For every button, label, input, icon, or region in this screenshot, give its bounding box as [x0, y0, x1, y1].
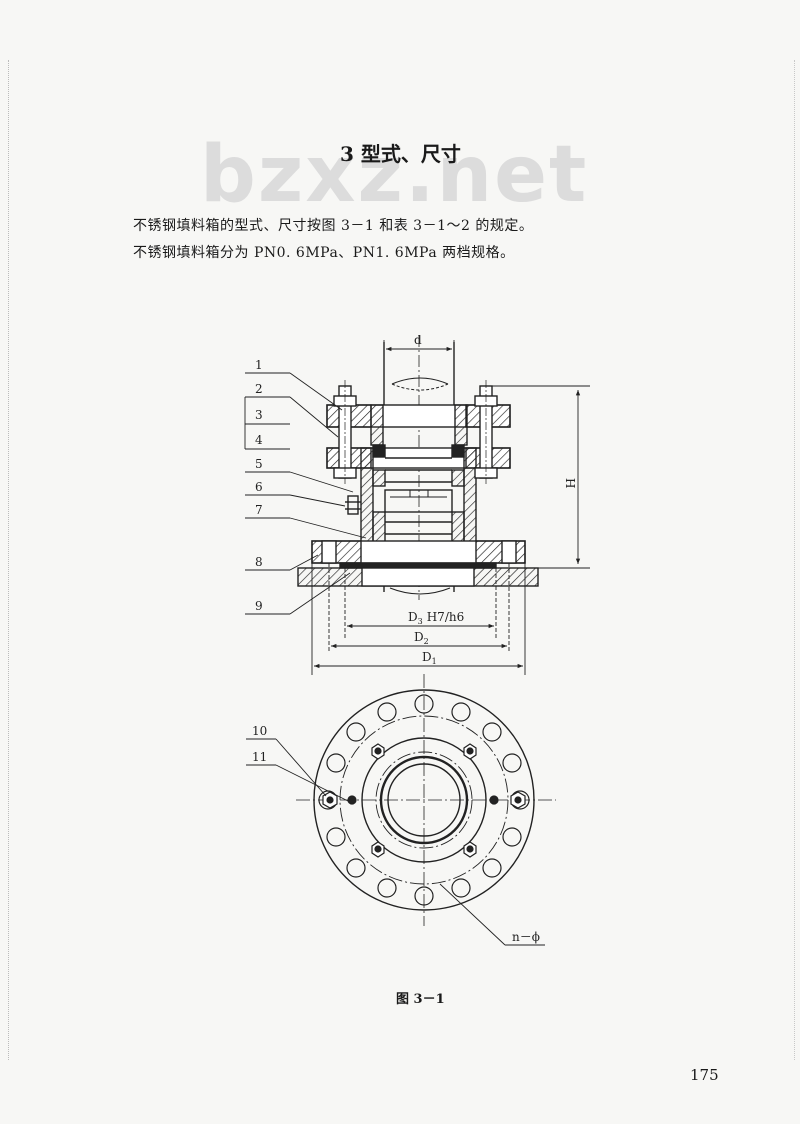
- left-margin-scan-marks: [8, 60, 11, 1060]
- part-leader-lines: [244, 372, 367, 615]
- part-label-10: 10: [252, 724, 267, 738]
- base-flange: [311, 540, 526, 564]
- part-label-6: 6: [255, 480, 263, 494]
- figure-caption: 图 3－1: [396, 992, 445, 1007]
- dim-label-D1: D1: [422, 650, 437, 666]
- part-number-labels: 1 2 3 4 5 6 7 8 9 10 11: [252, 358, 267, 764]
- flange-bolt-holes: [318, 694, 530, 906]
- part-label-1: 1: [255, 358, 263, 372]
- dim-label-D2: D2: [414, 630, 429, 646]
- part-label-2: 2: [255, 382, 263, 396]
- part-label-5: 5: [255, 457, 263, 471]
- part-label-11: 11: [252, 750, 267, 764]
- dimension-H: [492, 385, 590, 569]
- part-label-3: 3: [255, 408, 263, 422]
- part-label-8: 8: [255, 555, 263, 569]
- plan-leader-lines: [246, 738, 545, 946]
- paragraph-1: 不锈钢填料箱的型式、尺寸按图 3－1 和表 3－1～2 的规定。: [133, 218, 534, 234]
- dim-label-d: d: [414, 333, 422, 347]
- dim-label-n-phi: n－ϕ: [512, 930, 540, 944]
- part-label-4: 4: [255, 433, 263, 447]
- plan-view: [246, 674, 556, 946]
- page-number: 175: [690, 1066, 719, 1084]
- lubrication-nipple: [345, 495, 361, 515]
- watermark: bzxz.net: [200, 130, 589, 220]
- gland-studs: [333, 380, 498, 484]
- deck-plate: [297, 567, 539, 587]
- right-margin-scan-marks: [794, 60, 797, 1060]
- dim-label-H: H: [563, 478, 577, 488]
- part-label-7: 7: [255, 503, 263, 517]
- dimension-d: [383, 340, 455, 356]
- gland-stud-nuts: [322, 743, 526, 858]
- gasket: [339, 562, 497, 569]
- section-view: [244, 335, 590, 675]
- dimension-D-series: [311, 563, 526, 675]
- section-title: 3 型式、尺寸: [340, 142, 461, 166]
- part-label-9: 9: [255, 599, 263, 613]
- paragraph-2: 不锈钢填料箱分为 PN0. 6MPa、PN1. 6MPa 两档规格。: [133, 245, 515, 261]
